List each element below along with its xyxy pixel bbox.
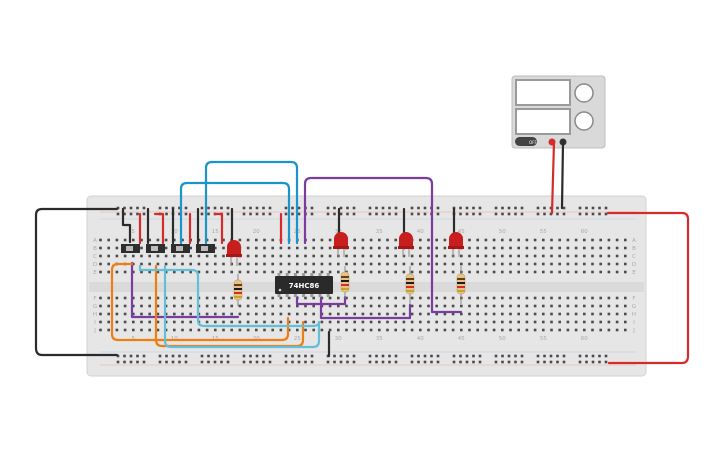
wire-lightblue-sw1-ic[interactable]: [138, 264, 321, 328]
row-letter: H: [632, 312, 636, 318]
power-button-label: OFF: [529, 140, 537, 145]
ic-74hc86[interactable]: 74HC86: [275, 273, 333, 297]
column-number: 35: [376, 336, 383, 342]
row-letter: E: [632, 270, 636, 276]
leds: [226, 232, 464, 266]
wire-blue-sw3-ic[interactable]: [179, 181, 291, 245]
column-number: 50: [499, 336, 506, 342]
column-number: 45: [458, 229, 465, 235]
led-4[interactable]: [448, 232, 464, 257]
wires: [34, 140, 690, 365]
row-letter: G: [93, 304, 97, 310]
column-number: 15: [212, 229, 219, 235]
ic-notch-dot: [278, 288, 282, 292]
led-3[interactable]: [398, 232, 414, 257]
resistor-1[interactable]: [233, 274, 243, 306]
column-number: 40: [417, 336, 424, 342]
slide-switch-3[interactable]: [171, 244, 190, 253]
current-display: [515, 108, 571, 135]
wire-sw4-vcc[interactable]: [213, 212, 224, 245]
wire-purple-ic-led3[interactable]: [319, 295, 412, 320]
wire-blue-sw4-ic[interactable]: [204, 160, 299, 245]
ic-pins: [277, 273, 330, 297]
row-letter: D: [632, 262, 636, 268]
ic-label: 74HC86: [289, 282, 320, 290]
row-letter: A: [93, 238, 97, 244]
row-letter: B: [93, 246, 97, 252]
row-letter: F: [632, 296, 635, 302]
column-number: 45: [458, 336, 465, 342]
switches: [121, 244, 215, 253]
breadboard: 5510101515202025253030353540404545505055…: [86, 195, 647, 377]
column-number: 55: [540, 229, 547, 235]
resistor-2[interactable]: [340, 266, 350, 298]
slide-switch-1[interactable]: [121, 244, 140, 253]
row-letter: G: [632, 304, 636, 310]
resistors: [233, 266, 466, 306]
column-number: 60: [581, 336, 588, 342]
resistor-4[interactable]: [456, 266, 466, 304]
column-number: 25: [294, 336, 301, 342]
column-number: 60: [581, 229, 588, 235]
column-number: 40: [417, 229, 424, 235]
wire-right-rail-jumper[interactable]: [606, 211, 690, 365]
column-number: 20: [253, 229, 260, 235]
column-number: 35: [376, 229, 383, 235]
column-number: 5: [132, 229, 136, 235]
row-letter: I: [633, 320, 635, 326]
column-number: 10: [171, 229, 178, 235]
column-number: 55: [540, 336, 547, 342]
wire-lightblue-sw2-ic[interactable]: [163, 264, 321, 349]
row-letter: F: [93, 296, 96, 302]
row-letter: J: [632, 328, 635, 334]
power-supply: OFF: [511, 75, 606, 149]
row-letter: C: [93, 254, 97, 260]
center-channel: [89, 282, 644, 292]
wire-purple-ic-led4[interactable]: [303, 176, 463, 314]
wire-left-rail-jumper[interactable]: [34, 207, 119, 357]
column-number: 50: [499, 229, 506, 235]
voltage-knob[interactable]: [574, 83, 594, 103]
slide-switch-2[interactable]: [146, 244, 165, 253]
row-letter: H: [93, 312, 97, 318]
resistor-3[interactable]: [405, 266, 415, 304]
row-letter: J: [93, 328, 96, 334]
power-button[interactable]: [515, 137, 537, 146]
wire-orange-sw1-ic[interactable]: [110, 262, 290, 342]
slide-switch-4[interactable]: [196, 244, 215, 253]
wire-supply-positive[interactable]: [550, 140, 556, 215]
wire-purple-sw1-resistor[interactable]: [130, 261, 240, 319]
wire-sw1-gnd[interactable]: [121, 207, 132, 244]
wire-sw2-vcc[interactable]: [153, 212, 165, 245]
led-2[interactable]: [333, 232, 349, 257]
row-letter: C: [632, 254, 636, 260]
voltage-display: [515, 79, 571, 106]
row-letter: A: [632, 238, 636, 244]
wire-supply-negative[interactable]: [560, 140, 565, 210]
row-letter: B: [632, 246, 636, 252]
led-1[interactable]: [226, 240, 242, 266]
row-letter: D: [93, 262, 97, 268]
current-knob[interactable]: [574, 111, 594, 131]
row-letter: E: [93, 270, 97, 276]
column-number: 30: [335, 336, 342, 342]
row-letter: I: [94, 320, 96, 326]
